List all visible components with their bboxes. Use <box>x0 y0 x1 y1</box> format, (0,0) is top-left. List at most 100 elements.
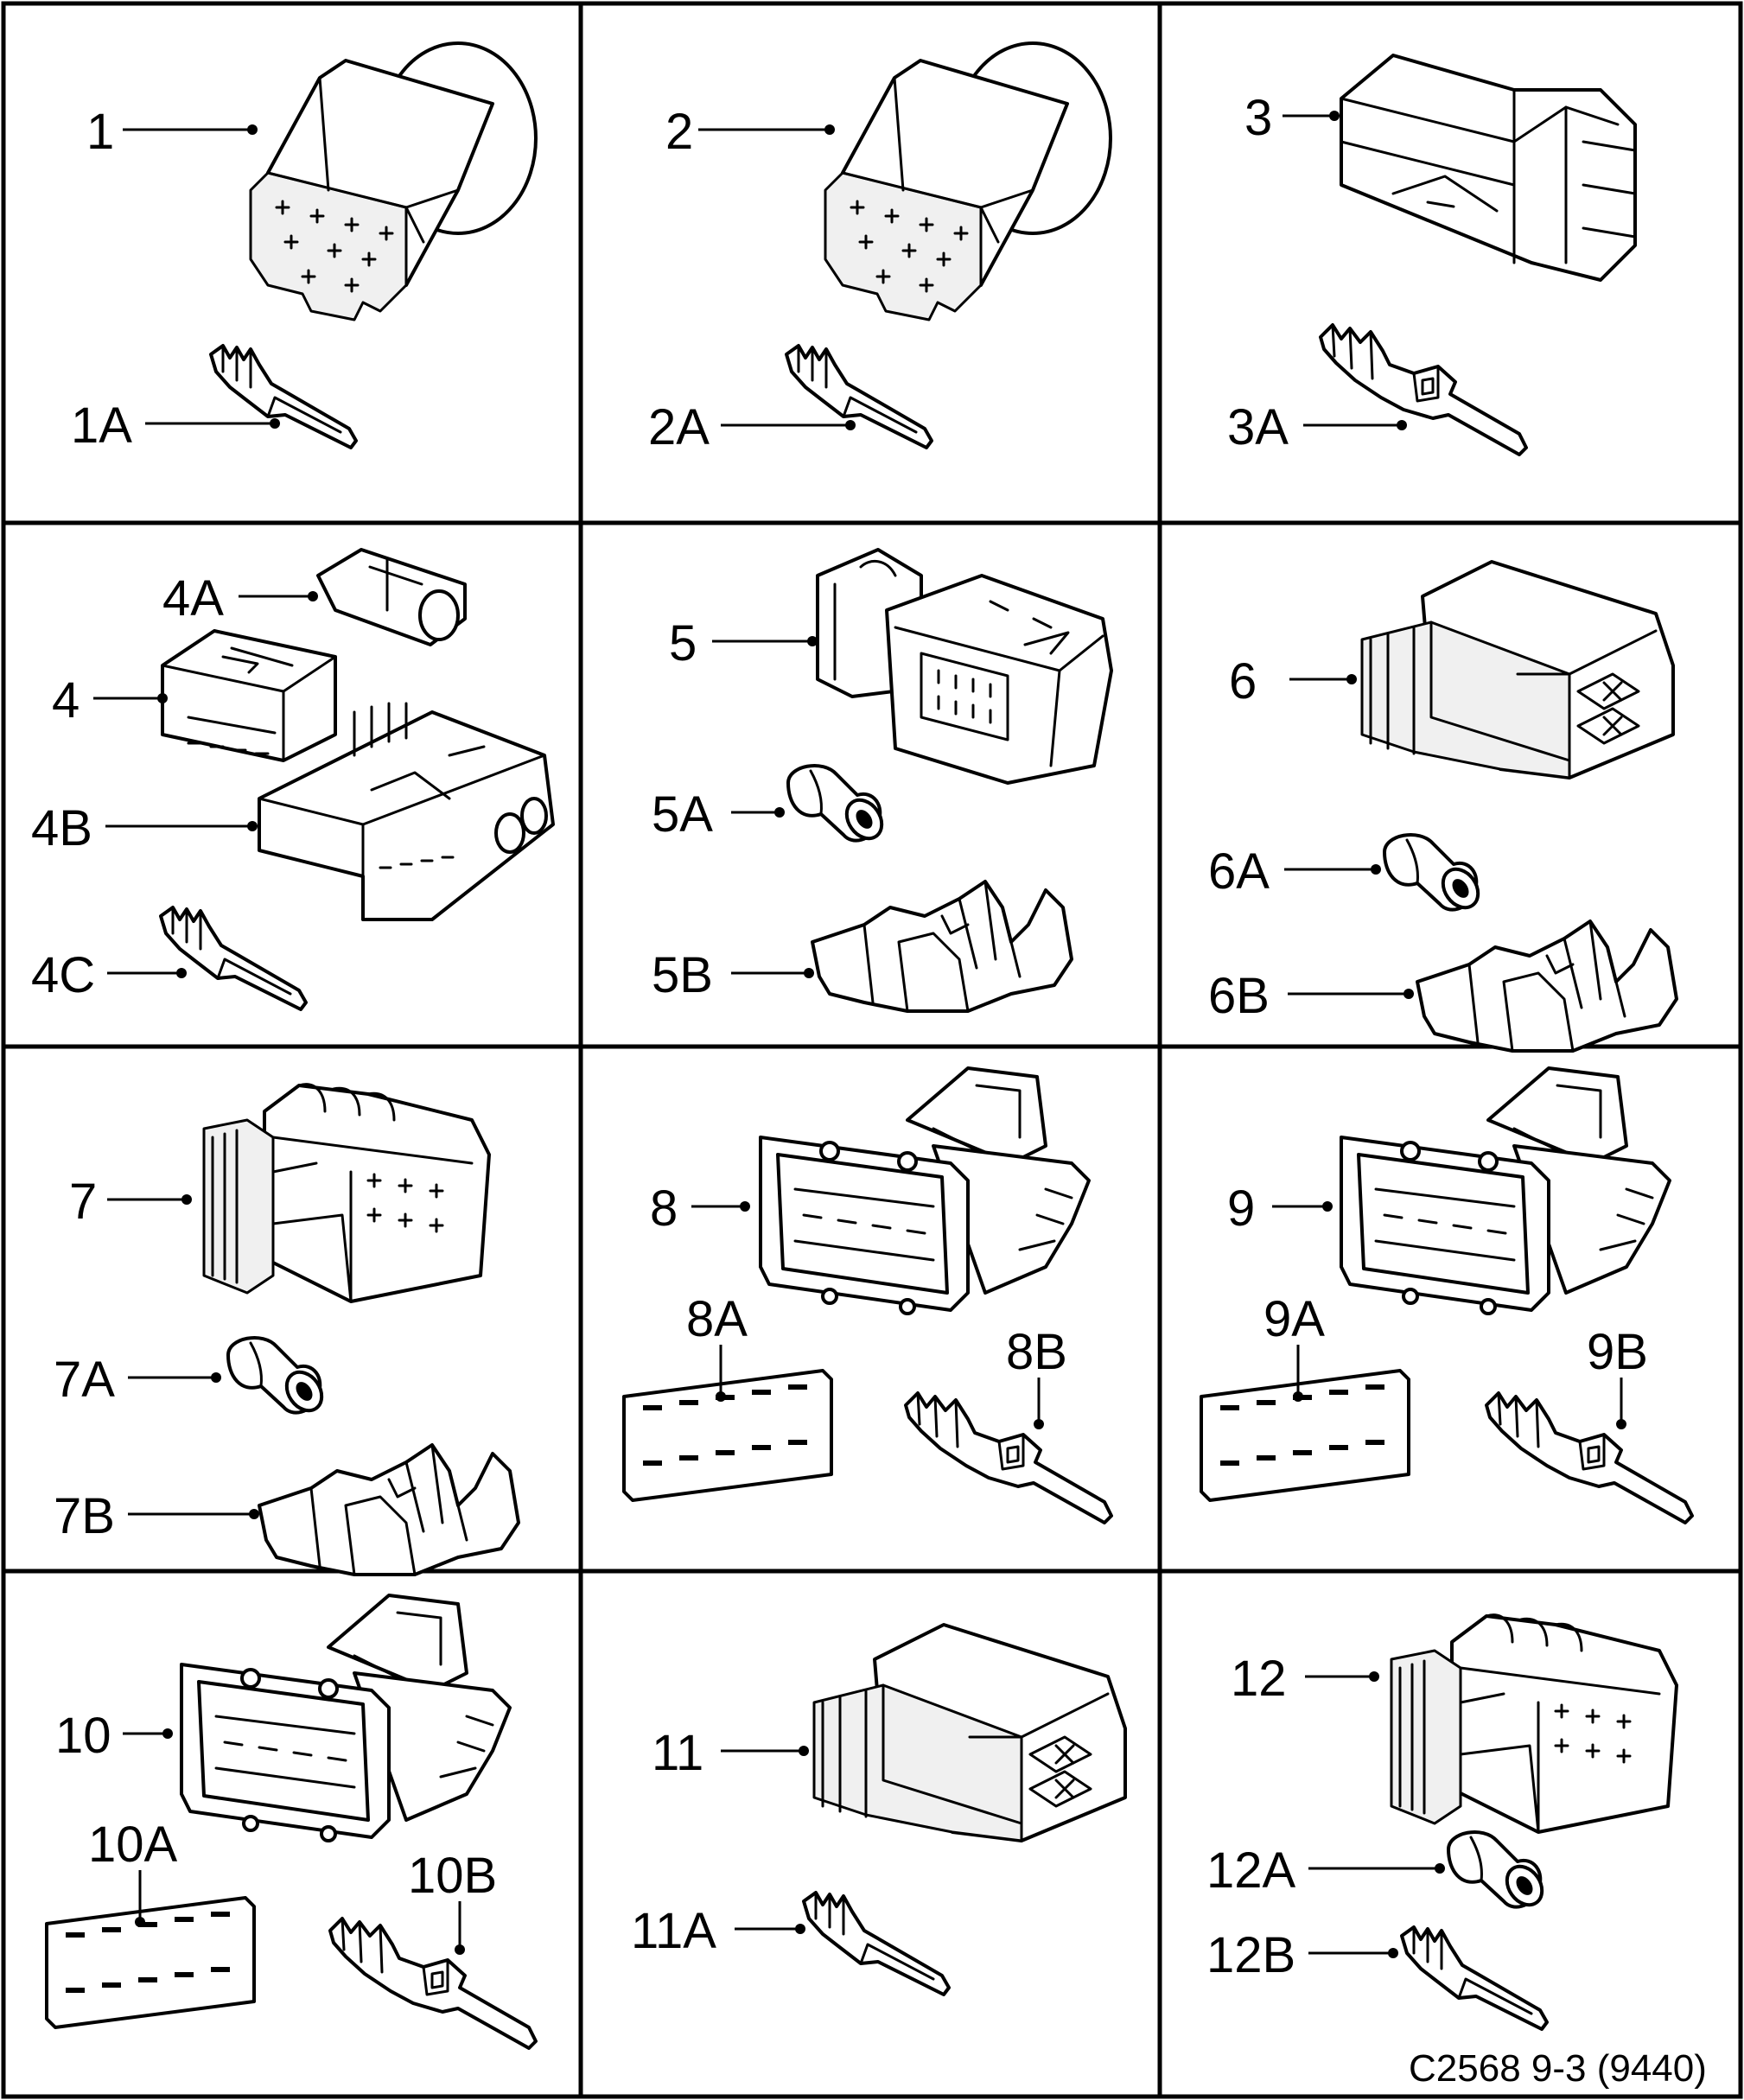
leader-4b-dot <box>247 821 258 831</box>
cell-7: 7 7A 7B <box>54 1082 520 1576</box>
leader-12a-dot <box>1435 1863 1445 1874</box>
label-10: 10 <box>55 1708 111 1764</box>
leader-6a-dot <box>1371 864 1381 875</box>
label-2a: 2A <box>648 399 710 455</box>
connector-6-shape <box>1360 560 1675 780</box>
label-2: 2 <box>665 104 693 160</box>
leader-7-dot <box>181 1194 192 1205</box>
cell-11: 11 11A <box>631 1623 1127 1996</box>
leader-3a-dot <box>1397 420 1407 430</box>
leader-11a-dot <box>795 1924 805 1934</box>
label-5: 5 <box>669 615 697 671</box>
terminal-8b-shape <box>904 1391 1113 1524</box>
terminal-9b-shape <box>1485 1391 1694 1524</box>
label-9: 9 <box>1227 1180 1255 1237</box>
label-10a: 10A <box>88 1817 178 1873</box>
leader-12b-dot <box>1388 1948 1398 1958</box>
leader-2a-dot <box>845 420 856 430</box>
connector-10-shape <box>180 1594 512 1842</box>
cover-4-shape <box>161 629 337 762</box>
sealmat-8a-shape <box>622 1369 833 1502</box>
label-4a: 4A <box>162 570 224 627</box>
label-3a: 3A <box>1227 399 1289 455</box>
leader-9-dot <box>1322 1201 1333 1212</box>
leader-5-dot <box>807 636 818 646</box>
leader-9b-dot <box>1616 1419 1626 1429</box>
label-6a: 6A <box>1208 843 1270 900</box>
label-7b: 7B <box>54 1488 115 1544</box>
label-4b: 4B <box>31 800 92 856</box>
seal-5a-shape <box>786 763 891 847</box>
leader-4a-dot <box>308 591 318 601</box>
terminal-4c-shape <box>159 906 308 1011</box>
leader-2-dot <box>824 124 835 135</box>
terminal-10b-shape <box>328 1917 538 2050</box>
terminal-2a-shape <box>785 344 933 449</box>
leader-12-dot <box>1369 1671 1379 1682</box>
leader-1-dot <box>247 124 258 135</box>
seal-7a-shape <box>226 1335 331 1419</box>
leader-8a-dot <box>716 1391 726 1402</box>
label-10b: 10B <box>408 1848 497 1904</box>
label-8: 8 <box>650 1180 678 1237</box>
terminal-12b-shape <box>1400 1925 1549 2031</box>
leader-10b-dot <box>455 1944 465 1955</box>
connector-1-shape <box>249 41 538 321</box>
cell-12: 12 12A 12B <box>1206 1613 1678 2031</box>
backshell-7b-shape <box>258 1443 520 1576</box>
label-7a: 7A <box>54 1352 115 1408</box>
seal-6a-shape <box>1383 832 1487 916</box>
label-12a: 12A <box>1206 1842 1296 1899</box>
connector-7-shape <box>202 1082 491 1303</box>
cell-6: 6 6A 6B <box>1208 560 1678 1053</box>
leader-3-dot <box>1329 111 1340 121</box>
label-6b: 6B <box>1208 968 1270 1024</box>
leader-9a-dot <box>1293 1391 1303 1402</box>
terminal-3a-shape <box>1319 323 1528 456</box>
label-5a: 5A <box>652 786 713 843</box>
leader-6-dot <box>1346 674 1357 684</box>
connector-2-shape <box>824 41 1112 321</box>
leader-8b-dot <box>1034 1419 1044 1429</box>
cell-3: 3 3A <box>1227 54 1637 456</box>
label-4c: 4C <box>31 947 95 1003</box>
label-5b: 5B <box>652 947 713 1003</box>
leader-10a-dot <box>135 1917 145 1927</box>
label-1a: 1A <box>71 398 132 454</box>
cell-4: 4A 4 4B 4C <box>31 548 555 1011</box>
label-9a: 9A <box>1263 1291 1325 1347</box>
terminal-11a-shape <box>802 1891 951 1996</box>
cell-5: 5 5A 5B <box>652 548 1113 1013</box>
leader-11-dot <box>799 1746 809 1756</box>
label-11: 11 <box>652 1725 703 1781</box>
backshell-5b-shape <box>811 880 1073 1013</box>
label-8a: 8A <box>686 1291 748 1347</box>
sealmat-9a-shape <box>1200 1369 1410 1502</box>
leader-6b-dot <box>1403 989 1414 999</box>
connector-12-shape <box>1390 1613 1678 1834</box>
leader-4c-dot <box>176 968 187 978</box>
cell-2: 2 2A <box>648 41 1112 455</box>
leader-5b-dot <box>804 968 814 978</box>
label-1: 1 <box>86 104 114 160</box>
backshell-6b-shape <box>1416 920 1678 1053</box>
connector-9-shape <box>1340 1066 1671 1315</box>
label-6: 6 <box>1229 653 1257 710</box>
leader-7a-dot <box>211 1372 221 1383</box>
terminal-1a-shape <box>209 344 358 449</box>
cell-1: 1 1A <box>71 41 538 454</box>
sealmat-10a-shape <box>45 1896 256 2029</box>
label-7: 7 <box>69 1174 97 1230</box>
reference-code: C2568 9-3 (9440) <box>1409 2047 1707 2090</box>
leader-1a-dot <box>270 418 280 429</box>
connector-8-shape <box>759 1066 1091 1315</box>
label-9b: 9B <box>1587 1324 1648 1380</box>
seal-12a-shape <box>1447 1830 1551 1913</box>
label-3: 3 <box>1244 90 1272 146</box>
leader-10-dot <box>162 1728 173 1739</box>
connector-11-shape <box>812 1623 1127 1842</box>
cell-9: 9 9A 9B <box>1200 1066 1694 1524</box>
leader-8-dot <box>740 1201 750 1212</box>
